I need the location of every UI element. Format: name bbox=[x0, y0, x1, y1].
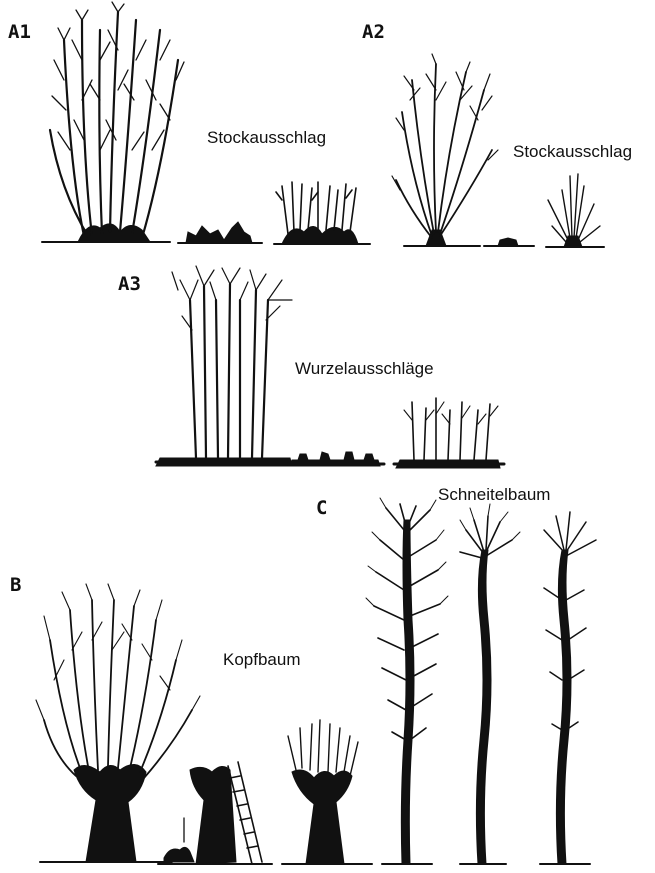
panel-a2-caption: Stockausschlag bbox=[513, 142, 632, 161]
panel-a3-label: A3 bbox=[118, 273, 141, 295]
panel-a2: A2 Stockausschlag bbox=[362, 21, 632, 247]
panel-a3: A3 Wurzelausschläge bbox=[118, 266, 504, 468]
a1-coppice-cut-stool bbox=[178, 222, 262, 243]
a2-coppice-cut-stool bbox=[484, 238, 534, 246]
c-shredded-tree-regrowth bbox=[540, 512, 596, 864]
panel-b-label: B bbox=[10, 574, 21, 596]
panel-b: B Kopfbaum bbox=[10, 574, 372, 864]
c-shredded-tree-stripped bbox=[460, 504, 520, 864]
a1-coppice-regrowth bbox=[274, 182, 370, 244]
panel-a1-caption: Stockausschlag bbox=[207, 128, 326, 147]
b-pollard-mature bbox=[36, 584, 200, 862]
panel-a1: A1 Stockausschlag bbox=[8, 2, 370, 244]
b-pollard-regrowth bbox=[282, 720, 372, 864]
panel-b-caption: Kopfbaum bbox=[223, 650, 301, 669]
a1-coppice-mature bbox=[42, 2, 184, 242]
panel-a3-caption: Wurzelausschläge bbox=[295, 359, 434, 378]
panel-a1-label: A1 bbox=[8, 21, 31, 43]
panel-c-label: C bbox=[316, 497, 327, 519]
b-pollard-cutting bbox=[158, 762, 272, 864]
a2-coppice-mature bbox=[392, 54, 498, 246]
panel-c-caption: Schneitelbaum bbox=[438, 485, 550, 504]
a3-root-suckers-regrowth bbox=[394, 398, 504, 468]
c-shredded-tree-full bbox=[366, 498, 448, 864]
a2-coppice-regrowth bbox=[546, 174, 604, 247]
panel-a2-label: A2 bbox=[362, 21, 385, 43]
panel-c: C Schneitelbaum bbox=[316, 485, 596, 864]
a3-root-suckers-cut bbox=[288, 452, 384, 466]
a3-root-suckers-mature bbox=[156, 266, 294, 466]
